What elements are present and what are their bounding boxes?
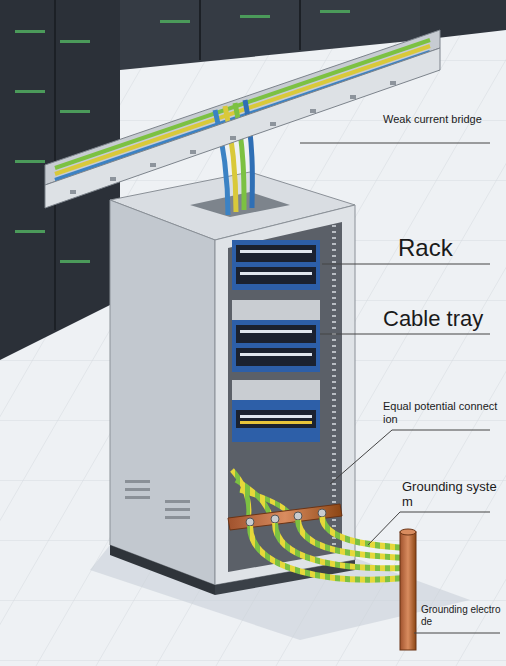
electrode-label: Grounding electrode <box>421 604 503 627</box>
grounding-rod <box>400 529 416 650</box>
rack-label: Rack <box>398 234 498 262</box>
cable-tray <box>45 30 440 215</box>
tray-label: Cable tray <box>383 306 503 331</box>
leader-lines <box>300 143 500 633</box>
bridge-label: Weak current bridge <box>383 113 498 126</box>
ground-wires <box>250 517 405 580</box>
equipotential-label: Equal potential connection <box>383 400 498 425</box>
server-racks <box>0 0 506 360</box>
rack-cabinet <box>110 172 355 595</box>
grounding-label: Grounding system <box>402 480 502 510</box>
